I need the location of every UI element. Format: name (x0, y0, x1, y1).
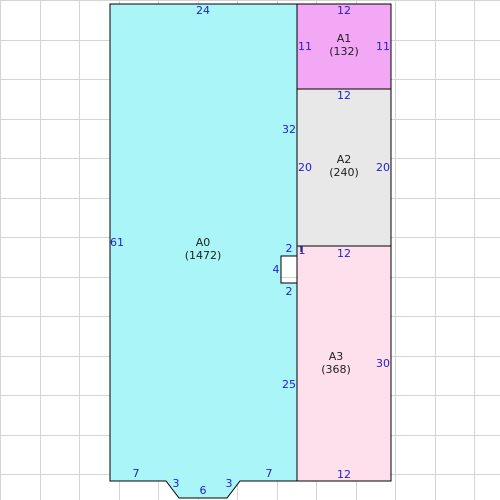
room-a0-name: A0 (196, 236, 211, 249)
room-a3-shape[interactable] (297, 246, 391, 481)
dim-a0-bottom-mid: 6 (200, 484, 207, 497)
dim-a1-right: 11 (376, 40, 390, 53)
dim-a3-bottom: 12 (337, 468, 351, 481)
room-a3-outline (296, 245, 392, 482)
dim-a1-left: 11 (298, 40, 312, 53)
dim-a3-top: 12 (337, 247, 351, 260)
dim-a0-left: 61 (110, 236, 124, 249)
dim-a2-left: 20 (298, 161, 312, 174)
dim-a0-bottom-right: 7 (266, 467, 273, 480)
dim-a2-right: 20 (376, 161, 390, 174)
room-a3-area: (368) (321, 363, 351, 376)
room-a0-shape[interactable] (110, 4, 297, 498)
room-a2-area: (240) (329, 166, 359, 179)
dim-a0-right-upper: 32 (282, 123, 296, 136)
room-a0-area: (1472) (185, 249, 222, 262)
dim-a0-bottom-left: 7 (133, 467, 140, 480)
room-a1-shape[interactable] (297, 4, 391, 89)
dim-a3-right: 30 (376, 357, 390, 370)
room-a2-name: A2 (337, 153, 352, 166)
room-a1-area: (132) (329, 45, 359, 58)
dim-a0-bottom-left-slope: 3 (173, 477, 180, 490)
dim-a0-right-lower: 25 (282, 378, 296, 391)
dim-a2-top: 12 (337, 89, 351, 102)
room-a3-name: A3 (329, 350, 344, 363)
room-a1-name: A1 (337, 32, 352, 45)
dim-a0-bottom-right-slope: 3 (226, 477, 233, 490)
dim-a0-top: 24 (196, 4, 210, 17)
dim-a0-notch-bottom: 2 (286, 285, 293, 298)
dim-a3-top-tick: 1 (299, 244, 306, 257)
dim-a0-notch-top: 2 (286, 242, 293, 255)
room-a2-shape[interactable] (297, 89, 391, 246)
dim-a0-notch-depth: 4 (273, 263, 280, 276)
dim-a1-top: 12 (337, 4, 351, 17)
